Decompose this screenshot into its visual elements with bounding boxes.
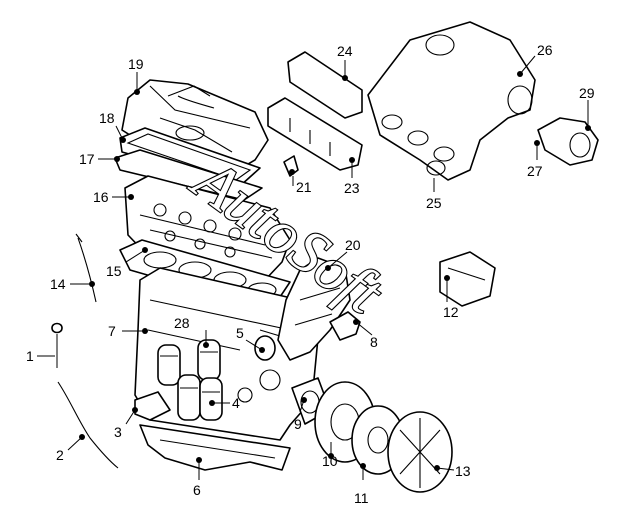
callouts: 1 2 3 4 5 6 7 8 9 10	[26, 42, 595, 506]
pistons	[157, 339, 223, 421]
callout-25: 25	[426, 195, 442, 211]
intake-manifold	[367, 21, 536, 181]
callout-26: 26	[537, 42, 553, 58]
callout-10: 10	[322, 453, 338, 469]
callout-16: 16	[93, 189, 109, 205]
callout-29: 29	[579, 85, 595, 101]
callout-1: 1	[26, 348, 34, 364]
oil-dipstick-tube	[57, 381, 119, 469]
callout-8: 8	[370, 334, 378, 350]
callout-13: 13	[455, 463, 471, 479]
callout-12: 12	[443, 304, 459, 320]
sensor-8	[329, 311, 361, 341]
injector-rail	[267, 97, 363, 171]
callout-24: 24	[337, 43, 353, 59]
callout-11: 11	[354, 490, 369, 506]
oil-filler-cap	[51, 322, 63, 334]
pulley-5	[254, 335, 276, 361]
callout-14: 14	[50, 276, 66, 292]
cover-gasket	[119, 127, 261, 187]
callout-7: 7	[108, 323, 116, 339]
callout-18: 18	[99, 110, 115, 126]
callout-4: 4	[232, 395, 240, 411]
callout-27: 27	[527, 163, 543, 179]
thermostat-housing	[537, 117, 599, 166]
callout-17: 17	[79, 151, 95, 167]
fuel-rail	[287, 51, 363, 119]
oil-pan	[139, 424, 291, 471]
gasket-17	[114, 149, 263, 201]
engine-parts	[51, 21, 599, 493]
o-ring	[426, 160, 446, 176]
callout-19: 19	[128, 56, 144, 72]
callout-20: 20	[345, 237, 361, 253]
callout-15: 15	[106, 263, 122, 279]
callout-28: 28	[174, 315, 190, 331]
dipstick	[77, 237, 97, 303]
callout-23: 23	[344, 180, 360, 196]
callout-3: 3	[114, 424, 122, 440]
callout-2: 2	[56, 447, 64, 463]
callout-21: 21	[296, 179, 312, 195]
callout-6: 6	[193, 482, 201, 498]
timing-housing	[277, 257, 351, 361]
actuator-12	[439, 251, 496, 307]
callout-9: 9	[294, 416, 302, 432]
callout-5: 5	[236, 325, 244, 341]
